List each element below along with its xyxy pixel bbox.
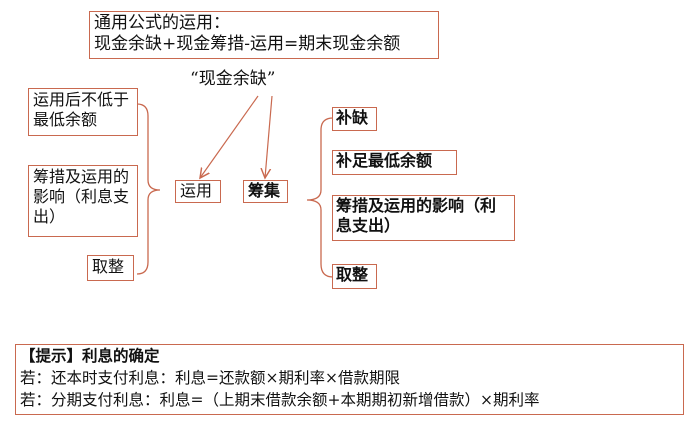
tip-line-1: 若：还本时支付利息：利息=还款额×期利率×借款期限 [20,369,400,387]
arrow-to-raise [265,95,273,178]
formula-title: 通用公式的运用： [94,13,230,33]
left-item-3: 取整 [87,255,134,281]
right-item-2: 补足最低余额 [332,150,457,175]
right-item-1: 补缺 [332,107,377,131]
tip-title: 【提示】利息的确定 [20,346,160,365]
tip-line-2: 若：分期支付利息：利息=（上期末借款余额+本期期初新增借款）×期利率 [20,391,540,409]
raise-box: 筹集 [243,180,288,203]
left-item-2: 筹措及运用的影响（利息支出） [28,165,138,237]
tip-box: 【提示】利息的确定 若：还本时支付利息：利息=还款额×期利率×借款期限 若：分期… [15,344,684,415]
left-item-1: 运用后不低于最低余额 [28,88,138,136]
right-item-4: 取整 [332,264,377,289]
right-item-3: 筹措及运用的影响（利息支出） [332,195,515,241]
formula-box: 通用公式的运用： 现金余缺+现金筹措-运用=期末现金余额 [89,11,439,59]
use-box: 运用 [175,180,221,203]
right-brace [306,117,334,278]
formula-equation: 现金余缺+现金筹措-运用=期末现金余额 [94,34,401,55]
left-brace [136,103,161,275]
arrow-to-use [200,95,259,178]
cash-balance-label: “现金余缺” [190,69,276,89]
